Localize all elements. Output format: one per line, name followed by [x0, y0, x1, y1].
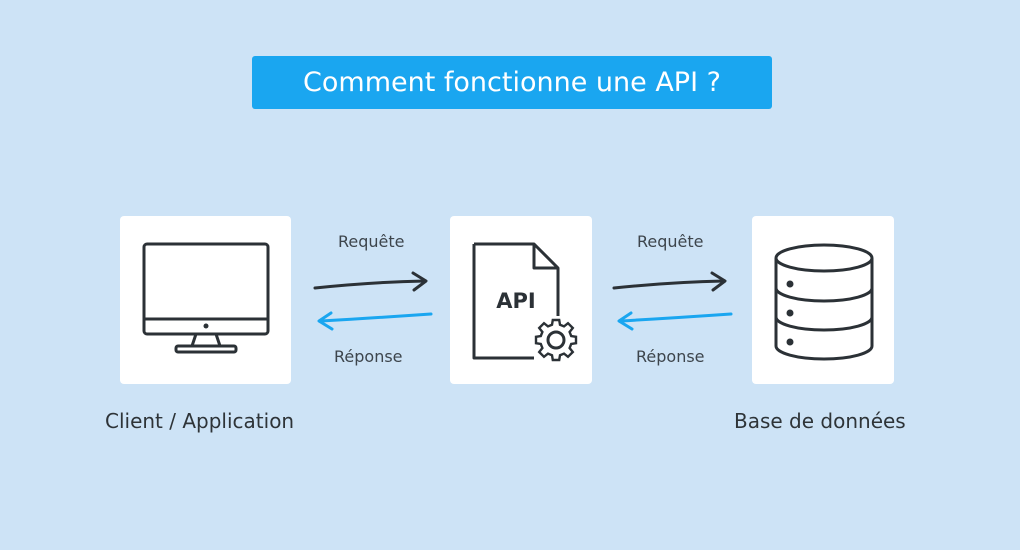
- database-card: [752, 216, 894, 384]
- left-response-arrow: [313, 308, 433, 332]
- database-icon: [774, 243, 874, 361]
- database-caption: Base de données: [734, 409, 906, 433]
- api-icon-text: API: [496, 289, 535, 313]
- left-request-label: Requête: [338, 232, 405, 251]
- right-request-label: Requête: [637, 232, 704, 251]
- monitor-icon: [142, 242, 270, 354]
- client-card: [120, 216, 291, 384]
- api-card: API: [450, 216, 592, 384]
- left-response-label: Réponse: [334, 347, 403, 366]
- right-response-label: Réponse: [636, 347, 705, 366]
- diagram-title: Comment fonctionne une API ?: [252, 56, 772, 109]
- right-request-arrow: [612, 270, 732, 294]
- right-response-arrow: [613, 308, 733, 332]
- client-caption: Client / Application: [105, 409, 295, 433]
- api-document-gear-icon: API: [472, 242, 578, 362]
- left-request-arrow: [313, 270, 433, 294]
